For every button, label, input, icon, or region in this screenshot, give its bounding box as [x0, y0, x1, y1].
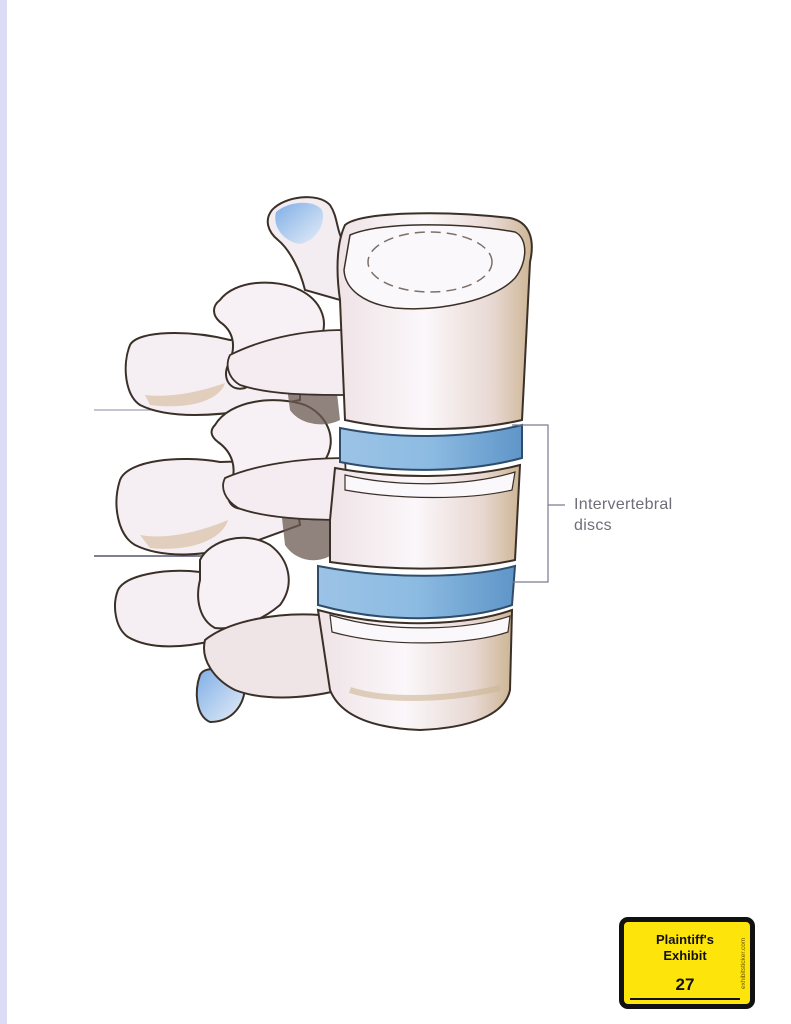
intervertebral-discs-label: Intervertebral discs	[574, 494, 672, 536]
exhibit-signature-line	[630, 998, 740, 1000]
exhibit-sticker: Plaintiff's Exhibit 27 exhibitsticker.co…	[619, 917, 755, 1009]
exhibit-sticker-title: Plaintiff's Exhibit	[624, 932, 746, 964]
scan-left-edge	[0, 0, 7, 1024]
exhibit-number: 27	[675, 975, 695, 994]
exhibit-sticker-vendor-text: exhibitsticker.com	[740, 937, 747, 989]
exhibit-title-line-1: Plaintiff's	[656, 932, 714, 947]
label-line-1: Intervertebral	[574, 496, 673, 513]
exhibit-title-line-2: Exhibit	[663, 948, 707, 963]
label-line-2: discs	[574, 517, 612, 534]
label-bracket	[512, 424, 565, 583]
